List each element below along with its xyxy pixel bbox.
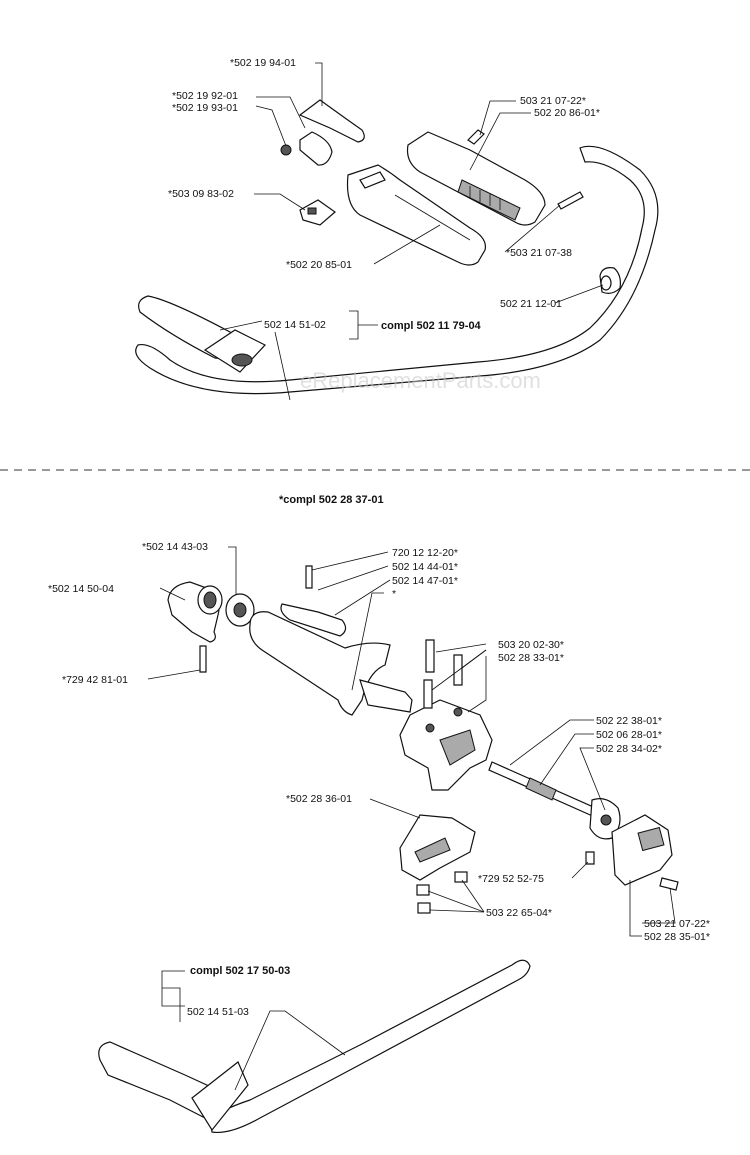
label-502-28-34-02: 502 28 34-02* xyxy=(596,743,662,755)
label-502-19-94-01: *502 19 94-01 xyxy=(230,57,296,69)
nut-3 xyxy=(417,902,431,914)
loop-handle-bar xyxy=(135,145,659,395)
label-502-20-86-01: 502 20 86-01* xyxy=(534,107,600,119)
clamp-cover xyxy=(611,814,673,886)
screw-729-52-52 xyxy=(585,851,595,865)
label-502-22-38-01: 502 22 38-01* xyxy=(596,715,662,727)
label-503-21-07-22: 503 21 07-22* xyxy=(520,95,586,107)
label-503-21-07-38: *503 21 07-38 xyxy=(506,247,572,259)
label-compl-502-11-79-04: compl 502 11 79-04 xyxy=(381,320,482,332)
bracket-lower xyxy=(399,814,476,881)
label-502-19-92-01: *502 19 92-01 xyxy=(172,90,238,102)
label-compl-502-28-37-01: *compl 502 28 37-01 xyxy=(279,494,384,506)
handle-bar-section: compl 502 17 50-03 502 14 51-03 xyxy=(98,959,531,1134)
label-502-14-50-04: *502 14 50-04 xyxy=(48,583,114,595)
bottom-section: *compl 502 28 37-01 xyxy=(48,494,710,943)
cable-shaft xyxy=(488,761,621,840)
stop-switch xyxy=(299,199,336,226)
screw-top-2 xyxy=(557,191,584,210)
handle-leaders xyxy=(161,970,346,1091)
label-502-28-33-01: 502 28 33-01* xyxy=(498,652,564,664)
handle-grip xyxy=(98,1041,223,1119)
straight-handle-bar xyxy=(209,959,531,1134)
handle-half-upper xyxy=(406,131,546,226)
handle-nut xyxy=(599,267,621,294)
bolt-2 xyxy=(453,654,463,686)
label-502-14-43-03: *502 14 43-03 xyxy=(142,541,208,553)
label-502-21-12-01: 502 21 12-01 xyxy=(500,298,562,310)
label-502-14-44-01: 502 14 44-01* xyxy=(392,561,458,573)
label-asterisk: * xyxy=(392,588,396,600)
bottom-leaders xyxy=(147,546,676,937)
label-502-28-36-01: *502 28 36-01 xyxy=(286,793,352,805)
top-leaders xyxy=(219,62,604,401)
label-503-21-07-22-b: 503 21 07-22* xyxy=(644,918,710,930)
end-cap xyxy=(167,581,223,643)
bolt-1 xyxy=(425,639,435,673)
label-502-28-35-01: 502 28 35-01* xyxy=(644,931,710,943)
gear-wheel xyxy=(225,593,255,627)
loop-grip xyxy=(138,295,266,373)
label-502-20-85-01: *502 20 85-01 xyxy=(286,259,352,271)
label-720-12-12-20: 720 12 12-20* xyxy=(392,547,458,559)
label-729-42-81-01: *729 42 81-01 xyxy=(62,674,128,686)
screw-top-1 xyxy=(467,129,485,145)
label-compl-502-17-50-03: compl 502 17 50-03 xyxy=(190,965,290,977)
label-503-22-65-04: 503 22 65-04* xyxy=(486,907,552,919)
screw-clamp xyxy=(659,877,679,891)
bracket-main xyxy=(399,699,493,791)
label-502-06-28-01: 502 06 28-01* xyxy=(596,729,662,741)
label-502-14-47-01: 502 14 47-01* xyxy=(392,575,458,587)
nut-2 xyxy=(454,871,468,883)
label-502-14-51-02: 502 14 51-02 xyxy=(264,319,326,331)
top-section: *502 19 94-01 *502 19 92-01 *502 19 93-0… xyxy=(135,57,659,401)
label-503-20-02-30: 503 20 02-30* xyxy=(498,639,564,651)
label-502-14-51-03: 502 14 51-03 xyxy=(187,1006,249,1018)
handle-half-lower xyxy=(346,164,487,266)
handle-tube xyxy=(249,565,413,716)
throttle-trigger xyxy=(280,99,365,166)
watermark: eReplacementParts.com xyxy=(300,368,541,393)
handle-grip-flange xyxy=(191,1061,249,1132)
label-503-09-83-02: *503 09 83-02 xyxy=(168,188,234,200)
label-729-52-52-75: *729 52 52-75 xyxy=(478,873,544,885)
bolt-3 xyxy=(423,679,433,709)
nut-1 xyxy=(416,884,430,896)
screw-729-42-81 xyxy=(199,645,207,673)
label-502-19-93-01: *502 19 93-01 xyxy=(172,102,238,114)
